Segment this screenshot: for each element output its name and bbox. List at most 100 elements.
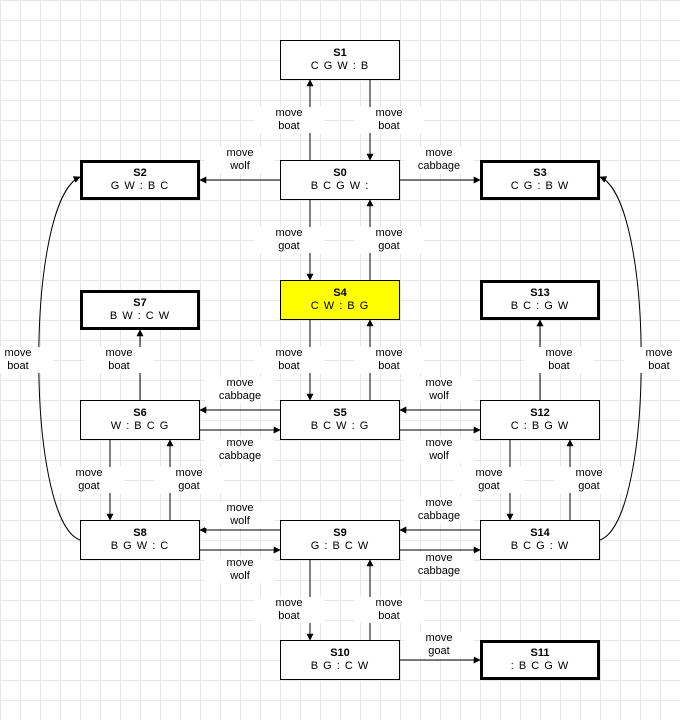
edge-label-line1: move xyxy=(226,557,254,569)
state-id: S4 xyxy=(333,287,347,299)
state-id: S12 xyxy=(530,407,550,419)
state-value: C W : B G xyxy=(310,300,370,312)
edge-label-line2: cabbage xyxy=(218,450,262,462)
edge-label-line2: goat xyxy=(178,480,200,492)
edge-label-line1: move xyxy=(226,437,254,449)
edge-label-line1: move xyxy=(175,467,203,479)
state-id: S10 xyxy=(330,647,350,659)
state-value: C G : B W xyxy=(510,180,570,192)
state-value: W : B C G xyxy=(110,420,170,432)
edge-label-line1: move xyxy=(425,377,453,389)
edge-label-line1: move xyxy=(375,347,403,359)
state-id: S11 xyxy=(530,647,550,659)
state-id: S2 xyxy=(133,167,147,179)
edge-label-line2: cabbage xyxy=(417,510,461,522)
state-id: S6 xyxy=(133,407,147,419)
edge-label-line2: boat xyxy=(548,360,570,372)
state-node-s11: S11: B C G W xyxy=(480,640,600,680)
edge-label-line1: move xyxy=(545,347,573,359)
state-value: C : B G W xyxy=(510,420,570,432)
edge-label-line1: move xyxy=(425,147,453,159)
state-value: B W : C W xyxy=(109,310,171,322)
edge-label-line2: boat xyxy=(278,610,300,622)
state-value: B C : G W xyxy=(510,300,570,312)
state-value: B G W : C xyxy=(110,540,170,552)
state-id: S7 xyxy=(133,297,147,309)
edge-label-line2: boat xyxy=(378,610,400,622)
state-id: S5 xyxy=(333,407,347,419)
state-id: S13 xyxy=(530,287,550,299)
edge-label-line1: move xyxy=(226,502,254,514)
state-value: G : B C W xyxy=(310,540,370,552)
edge-label-line2: boat xyxy=(108,360,130,372)
edge-label-line2: wolf xyxy=(429,390,449,402)
edge-label-line1: move xyxy=(275,597,303,609)
edge-label-line2: cabbage xyxy=(417,565,461,577)
edge-label-line1: move xyxy=(375,597,403,609)
edge-label-line1: move xyxy=(275,347,303,359)
state-value: B C G W : xyxy=(310,180,370,192)
edge-label-line1: move xyxy=(425,437,453,449)
edge-label-line1: move xyxy=(226,147,254,159)
edge-label-line1: move xyxy=(275,227,303,239)
edge-label-line2: boat xyxy=(278,120,300,132)
edge-label-line1: move xyxy=(4,347,32,359)
edge-label-line2: boat xyxy=(7,360,29,372)
state-value: : B C G W xyxy=(510,660,570,672)
edge-label-line2: wolf xyxy=(230,515,250,527)
edge-label-line1: move xyxy=(645,347,673,359)
edge-label-line2: boat xyxy=(378,120,400,132)
state-value: B G : C W xyxy=(310,660,370,672)
edge-label-line2: cabbage xyxy=(218,390,262,402)
state-id: S0 xyxy=(333,167,347,179)
edge-label-line1: move xyxy=(226,377,254,389)
edge-label-line1: move xyxy=(375,107,403,119)
edge-label-line1: move xyxy=(375,227,403,239)
edge-label-line2: wolf xyxy=(230,570,250,582)
edge-label-line2: boat xyxy=(648,360,670,372)
edge-label-line2: goat xyxy=(428,645,450,657)
edge-label-line2: goat xyxy=(378,240,400,252)
state-id: S8 xyxy=(133,527,147,539)
state-value: C G W : B xyxy=(310,60,370,72)
state-value: B C W : G xyxy=(310,420,370,432)
state-id: S1 xyxy=(333,47,347,59)
edge-label-line1: move xyxy=(425,632,453,644)
edge-label-line2: goat xyxy=(78,480,100,492)
edge-label-line2: goat xyxy=(578,480,600,492)
edge-label-line2: boat xyxy=(278,360,300,372)
